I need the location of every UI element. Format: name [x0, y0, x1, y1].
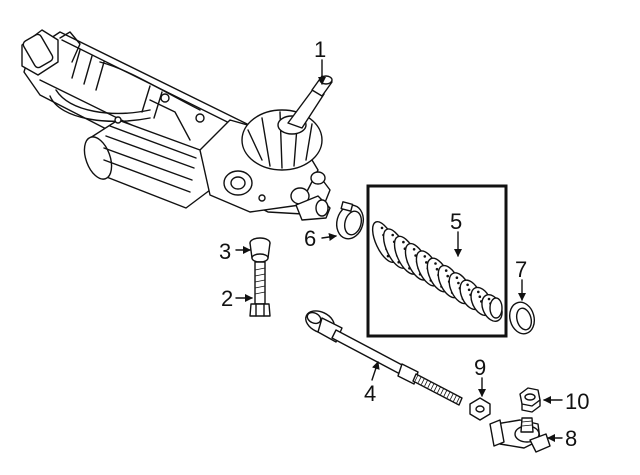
boot-texture-dot: [446, 274, 450, 278]
boot-texture-dot: [425, 261, 428, 264]
boot-texture-dot: [477, 290, 480, 294]
boot-texture-dot: [467, 288, 471, 292]
part-2-bolt: [249, 261, 271, 317]
part-5-bellows-boot: [366, 184, 508, 338]
boot-texture-dot: [444, 269, 448, 272]
boot-texture-dot: [478, 295, 482, 299]
leader-4: [371, 361, 380, 381]
part-3-sleeve: [249, 237, 271, 263]
callout-6: 6: [304, 226, 316, 251]
boot-texture-dot: [423, 255, 427, 258]
steering-gear-assembly: [21, 29, 333, 221]
callout-labels: 1 2 3 4 5 6 7 8 9 10: [219, 37, 589, 451]
boot-texture-dot: [412, 248, 416, 251]
part-8-outer-tie-rod: [489, 417, 551, 453]
callout-2: 2: [221, 286, 233, 311]
boot-texture-dot: [455, 276, 459, 280]
part-9-jam-nut: [469, 397, 491, 421]
boot-texture-dot: [434, 262, 437, 265]
part-7-clamp: [508, 301, 536, 335]
boot-texture-dot: [487, 297, 491, 301]
callout-5: 5: [450, 209, 462, 234]
callout-10: 10: [565, 389, 589, 414]
callout-8: 8: [565, 426, 577, 451]
part-4-inner-tie-rod: [305, 310, 463, 406]
boot-texture-dot: [391, 233, 395, 237]
part-6-clamp: [335, 201, 365, 240]
boot-texture-dot: [457, 281, 460, 285]
leader-6: [321, 233, 337, 241]
boot-end-cap: [489, 297, 503, 319]
callout-3: 3: [219, 239, 231, 264]
rod-threads: [414, 374, 460, 404]
highlight-box: [366, 184, 508, 338]
callout-1: 1: [314, 37, 326, 62]
callout-4: 4: [364, 381, 376, 406]
callout-7: 7: [515, 257, 527, 282]
callout-9: 9: [474, 355, 486, 380]
boot-texture-dot: [466, 283, 469, 287]
boot-texture-dot: [435, 267, 439, 271]
leader-lines: [235, 59, 563, 442]
boot-texture-dot: [380, 226, 384, 230]
part-10-nut: [519, 387, 541, 413]
boot-texture-dot: [402, 240, 405, 244]
boot-body: [371, 221, 503, 322]
